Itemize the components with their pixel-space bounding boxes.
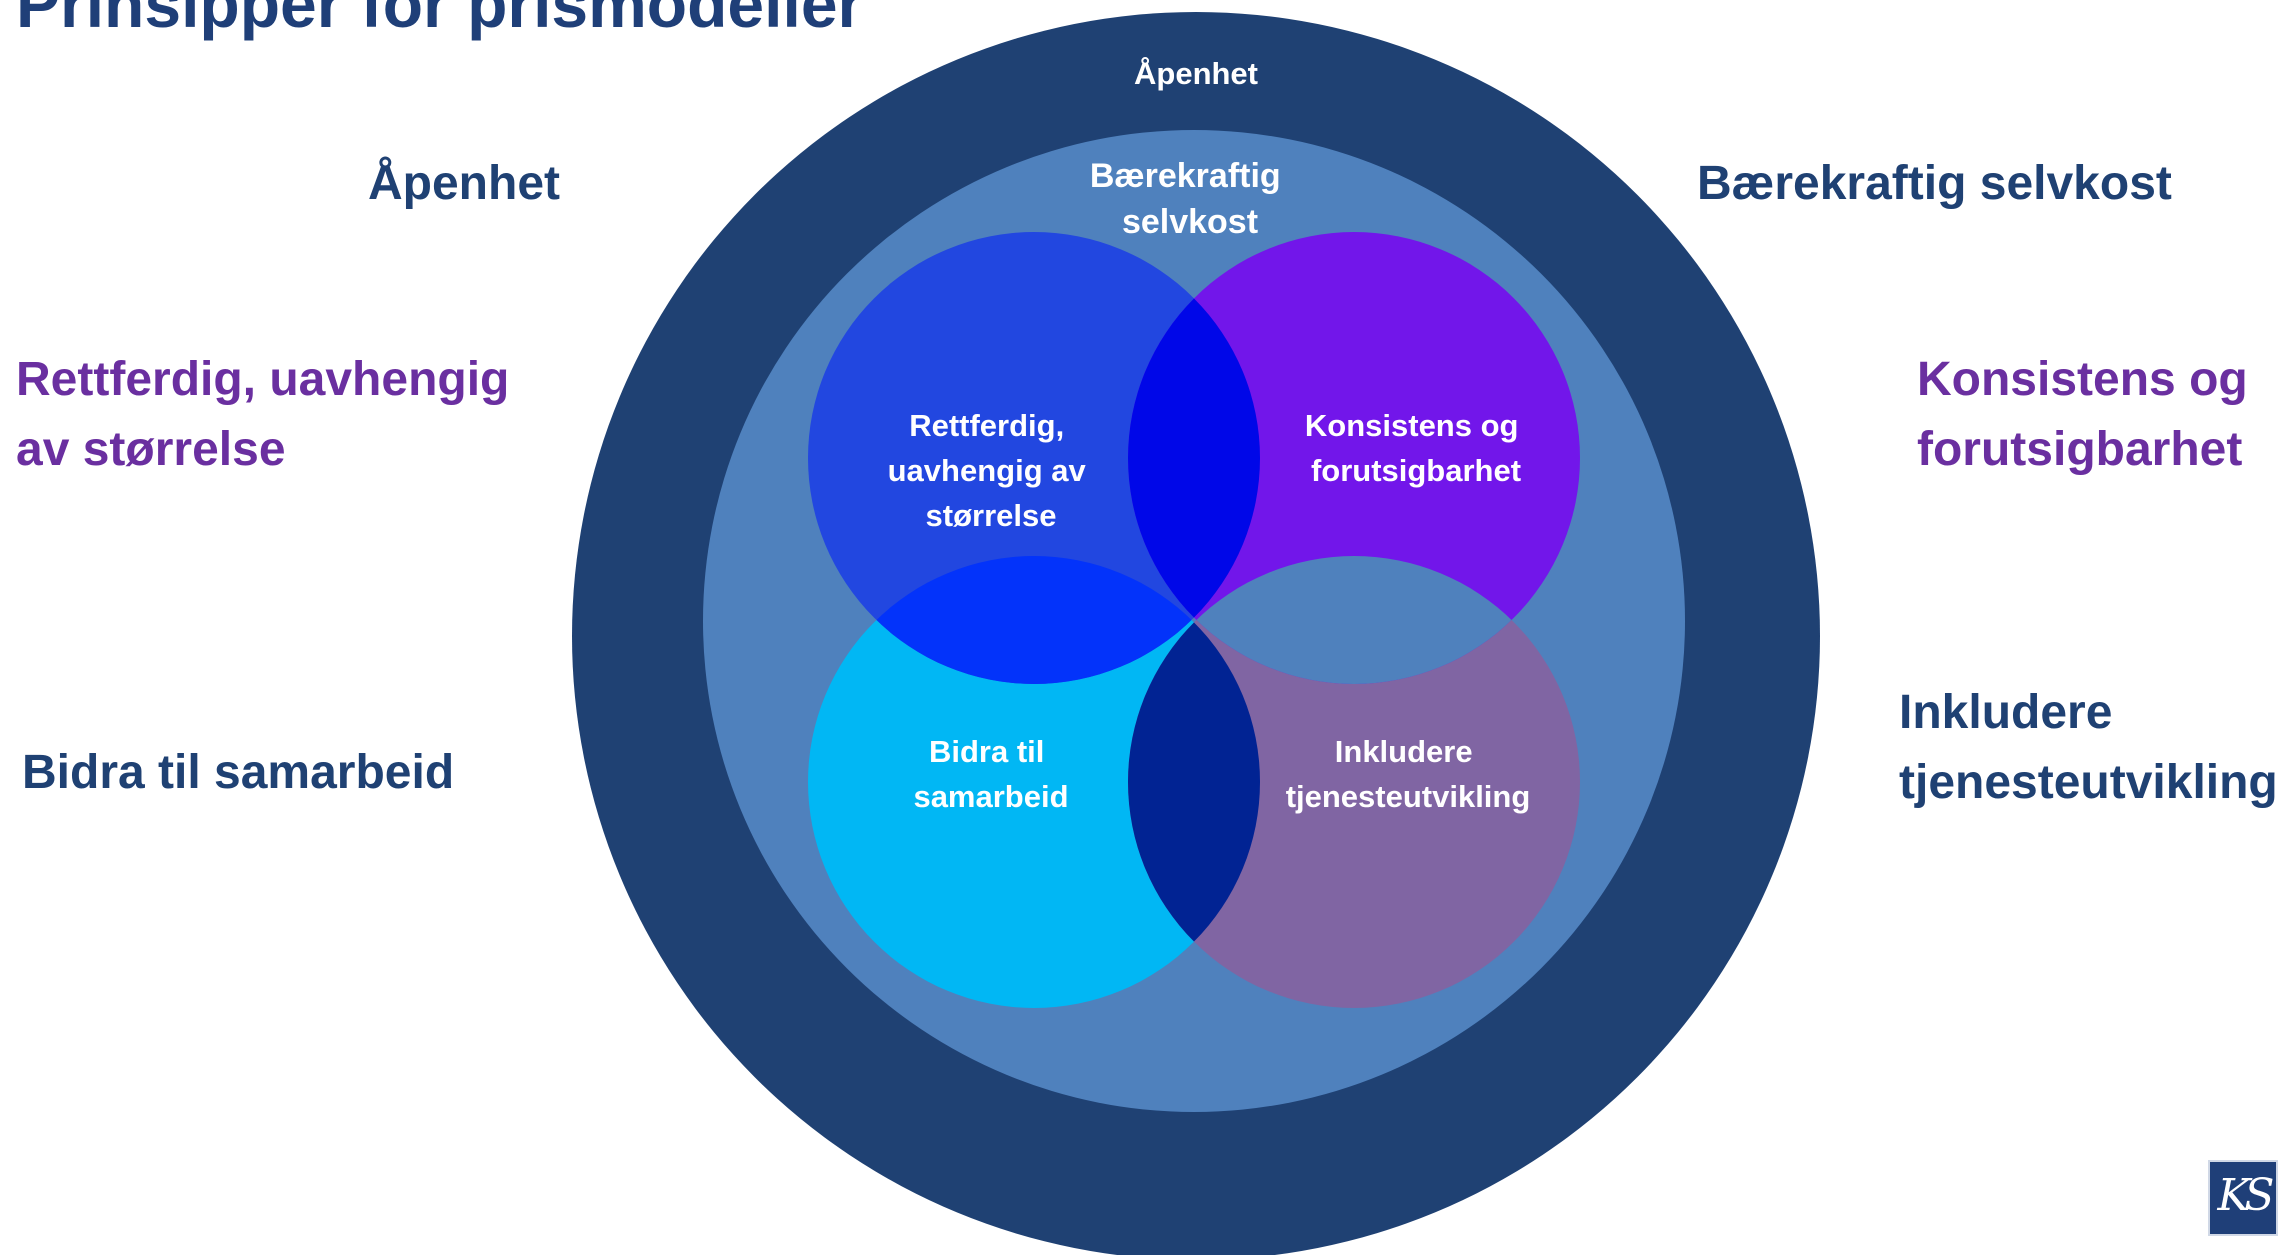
ks-logo: KS — [2208, 1160, 2278, 1236]
slide-title: Prinsipper for prismodeller — [16, 0, 864, 41]
label-apenhet: Åpenhet — [368, 157, 560, 210]
label-rettferdig: Rettferdig, uavhengig av størrelse — [16, 353, 510, 476]
circle-bottom-right — [1128, 556, 1580, 1008]
circle-top-left — [808, 232, 1260, 684]
circle-top-right — [1128, 232, 1580, 684]
label-konsistens: Konsistens og forutsigbarhet — [1917, 353, 2248, 476]
circle-bottom-left — [808, 556, 1260, 1008]
middle-ring-label: Bærekraftig selvkost — [1090, 157, 1290, 241]
label-baerekraftig-selvkost: Bærekraftig selvkost — [1697, 157, 2172, 210]
label-bidra-til-samarbeid: Bidra til samarbeid — [22, 746, 455, 799]
circle-bottom-left-label: Bidra til samarbeid — [913, 734, 1068, 814]
middle-ring — [703, 130, 1685, 1112]
label-inkludere: Inkludere tjenesteutvikling — [1899, 686, 2278, 809]
circle-top-right-label: Konsistens og forutsigbarhet — [1305, 408, 1527, 488]
ks-logo-text: KS — [2217, 1170, 2274, 1221]
circle-top-left-label: Rettferdig, uavhengig av størrelse — [888, 408, 1095, 533]
outer-ring-label: Åpenhet — [1134, 56, 1258, 91]
circle-bottom-right-label: Inkludere tjenesteutvikling — [1286, 734, 1531, 814]
